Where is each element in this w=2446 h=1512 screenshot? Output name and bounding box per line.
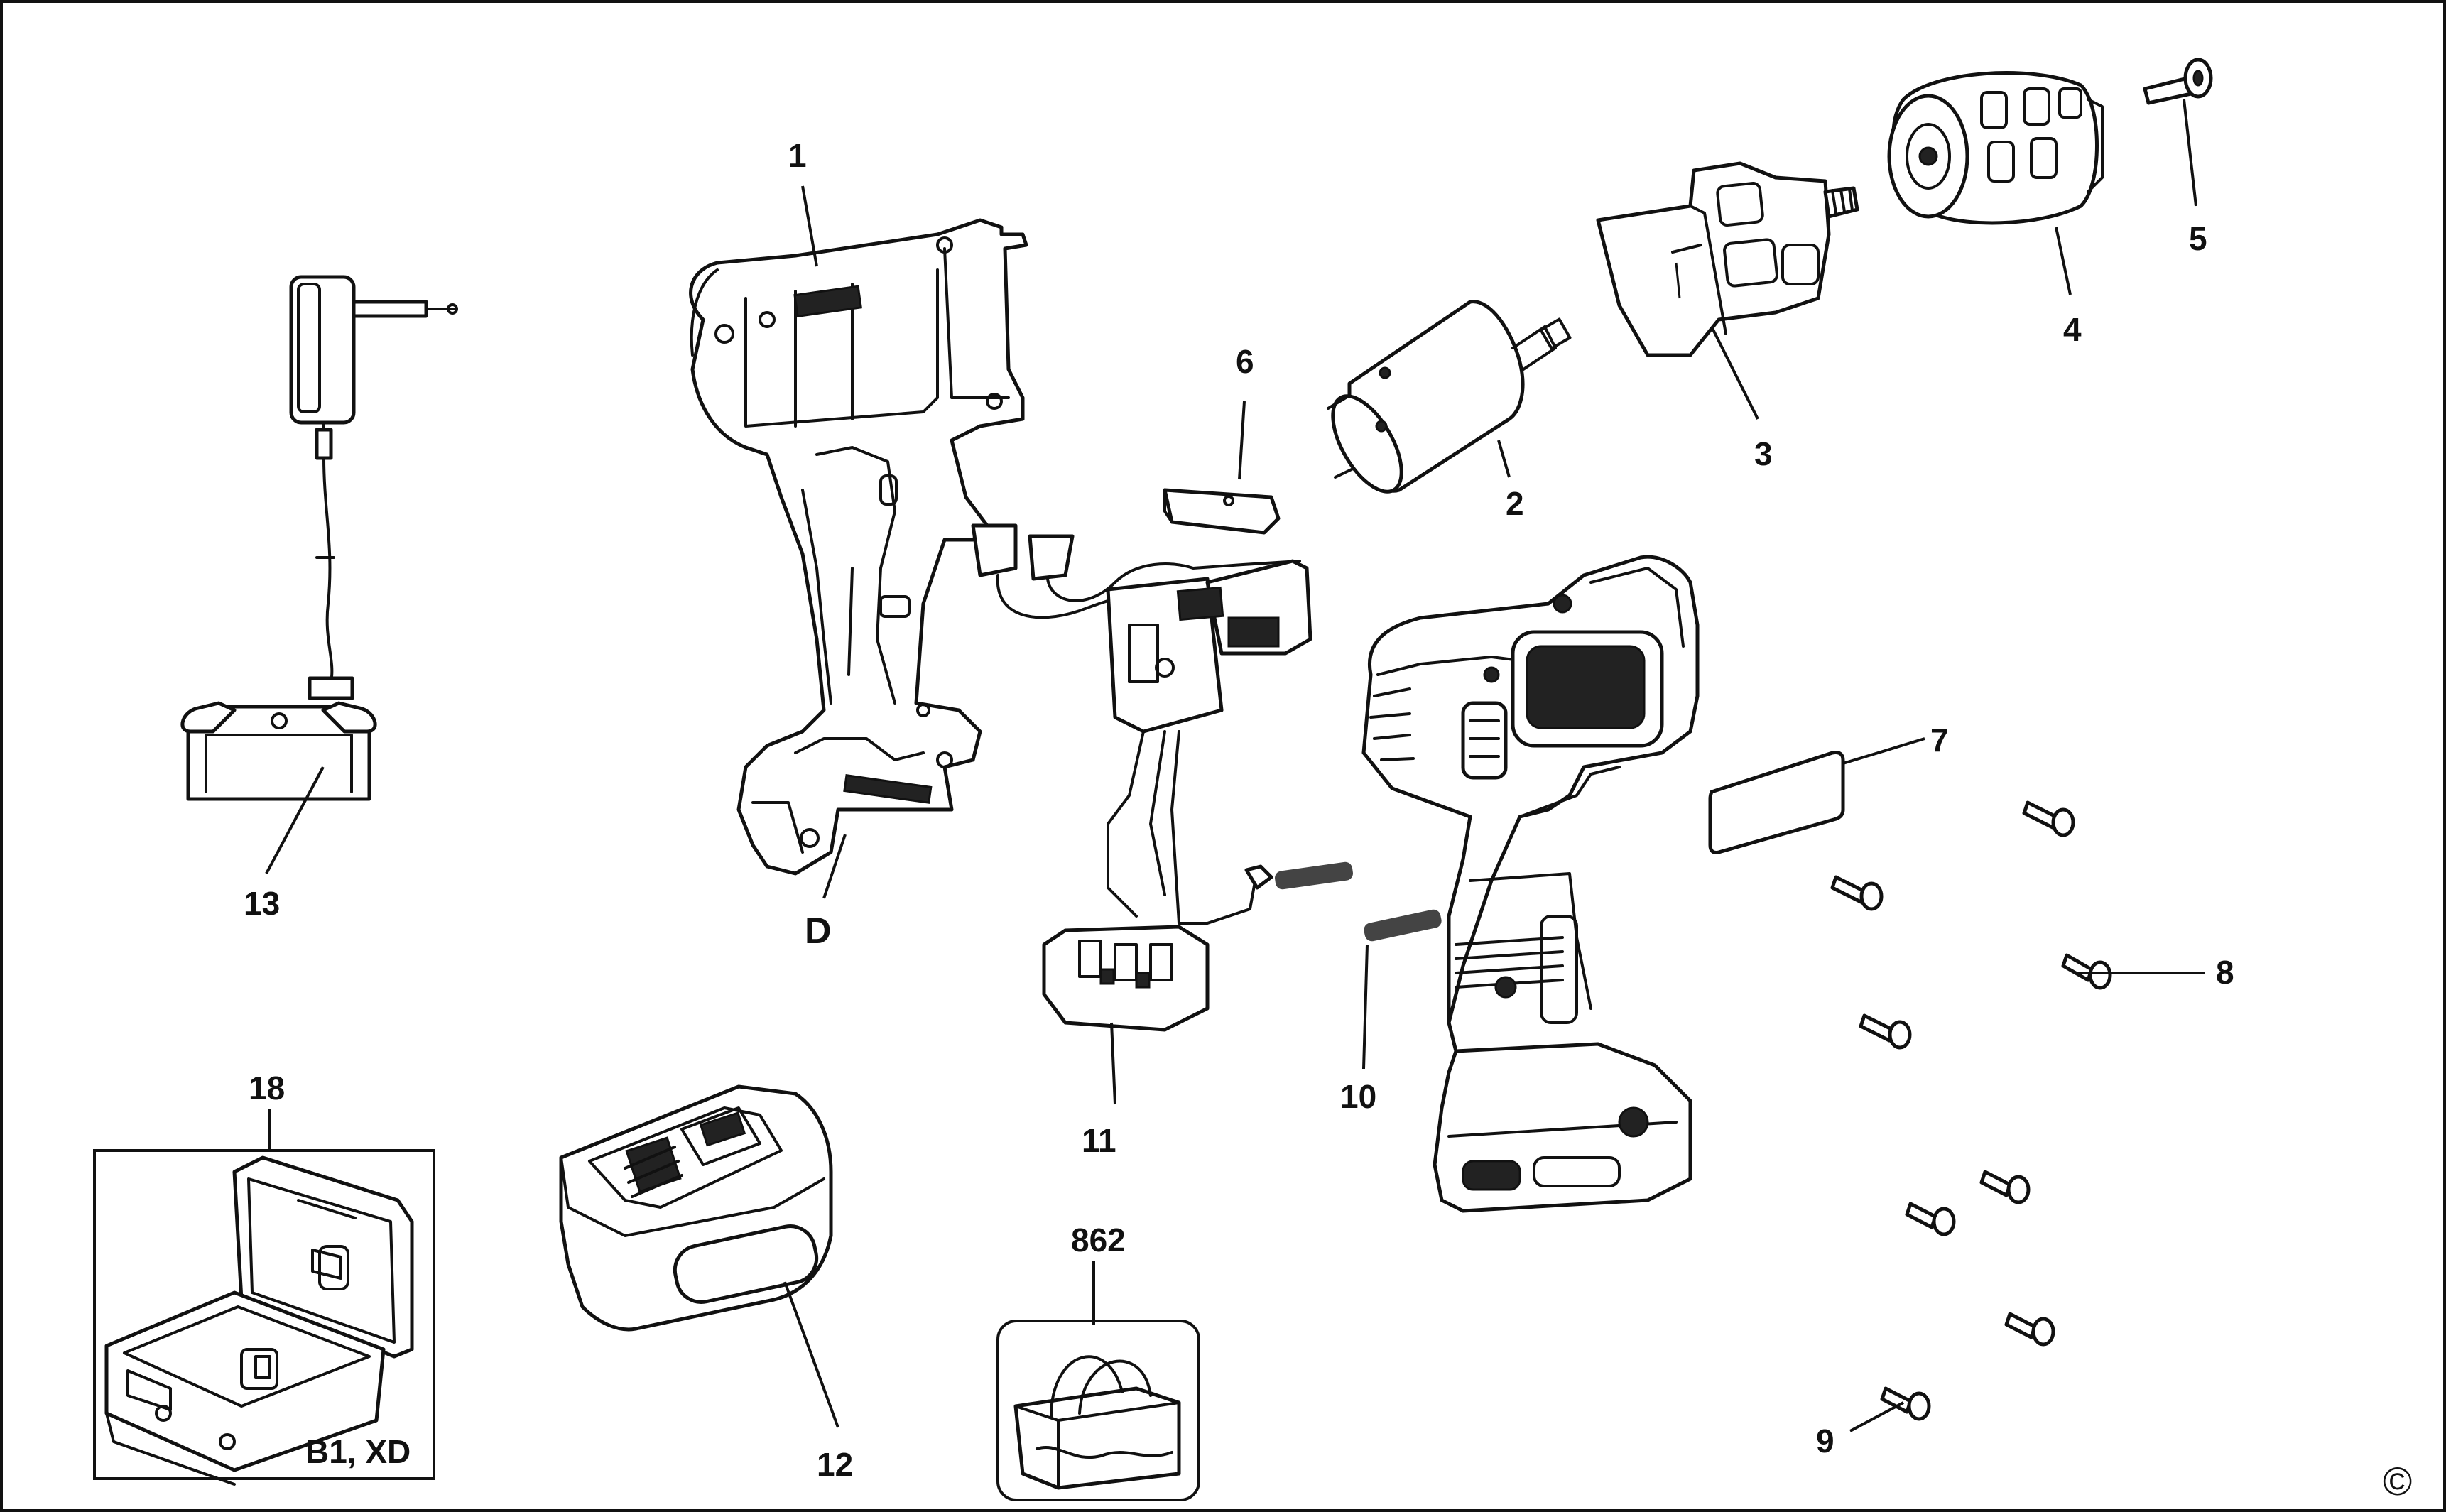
leader-9 [1849, 1401, 1904, 1432]
housing-other-half-part [1361, 555, 1700, 1213]
callout-1: 1 [788, 137, 807, 174]
copyright-mark: © [2383, 1459, 2412, 1503]
leader-2 [1497, 440, 1511, 478]
battery-part [559, 1084, 833, 1332]
leader-11 [1110, 1022, 1116, 1105]
screw-a [2022, 800, 2075, 837]
callout-D: D [805, 910, 832, 952]
leader-10 [1362, 944, 1369, 1070]
leader-4 [2055, 227, 2072, 295]
leader-7 [1842, 737, 1925, 765]
screw-part-5 [2143, 58, 2213, 105]
bag-part [1013, 1355, 1181, 1490]
kit-box-frame [93, 1149, 435, 1480]
callout-9: 9 [1816, 1423, 1835, 1459]
screw-d [1859, 1013, 1912, 1050]
kit-code-label: B1, XD [305, 1433, 411, 1470]
callout-4: 4 [2063, 311, 2082, 348]
callout-8: 8 [2216, 954, 2234, 991]
screw-b [1830, 875, 1884, 911]
callout-13: 13 [244, 885, 280, 922]
callout-862: 862 [1071, 1222, 1126, 1258]
gearbox-part [1596, 161, 1859, 357]
chuck-part [1887, 71, 2104, 225]
callout-6: 6 [1236, 343, 1254, 380]
leader-13 [265, 766, 325, 874]
leader-1 [801, 185, 818, 267]
callout-5: 5 [2189, 220, 2207, 257]
callout-18: 18 [249, 1070, 285, 1106]
leader-3 [1710, 326, 1759, 420]
bag-frame [996, 1320, 1200, 1501]
screw-f [1905, 1202, 1956, 1236]
screw-h [1880, 1386, 1931, 1421]
callout-12: 12 [817, 1446, 853, 1483]
callout-2: 2 [1506, 485, 1524, 522]
leader-6 [1238, 401, 1246, 480]
callout-7: 7 [1930, 722, 1949, 758]
leader-5 [2183, 99, 2197, 207]
leader-D [822, 834, 847, 899]
callout-11: 11 [1082, 1122, 1116, 1159]
pad-part-6 [1163, 488, 1281, 535]
kit-box-part [104, 1155, 414, 1486]
motor-part [1327, 300, 1572, 494]
leader-12 [783, 1281, 839, 1428]
screw-g [2004, 1312, 2055, 1347]
screw-e [1979, 1170, 2031, 1204]
callout-10: 10 [1340, 1078, 1376, 1115]
screw-set [1830, 800, 2112, 1421]
label-part-7 [1708, 751, 1845, 854]
spring-parts [1275, 861, 1442, 942]
housing-half-part [689, 218, 1028, 876]
switch-assembly-part [971, 523, 1312, 1032]
callout-3: 3 [1754, 435, 1773, 472]
charger-part [180, 275, 458, 801]
